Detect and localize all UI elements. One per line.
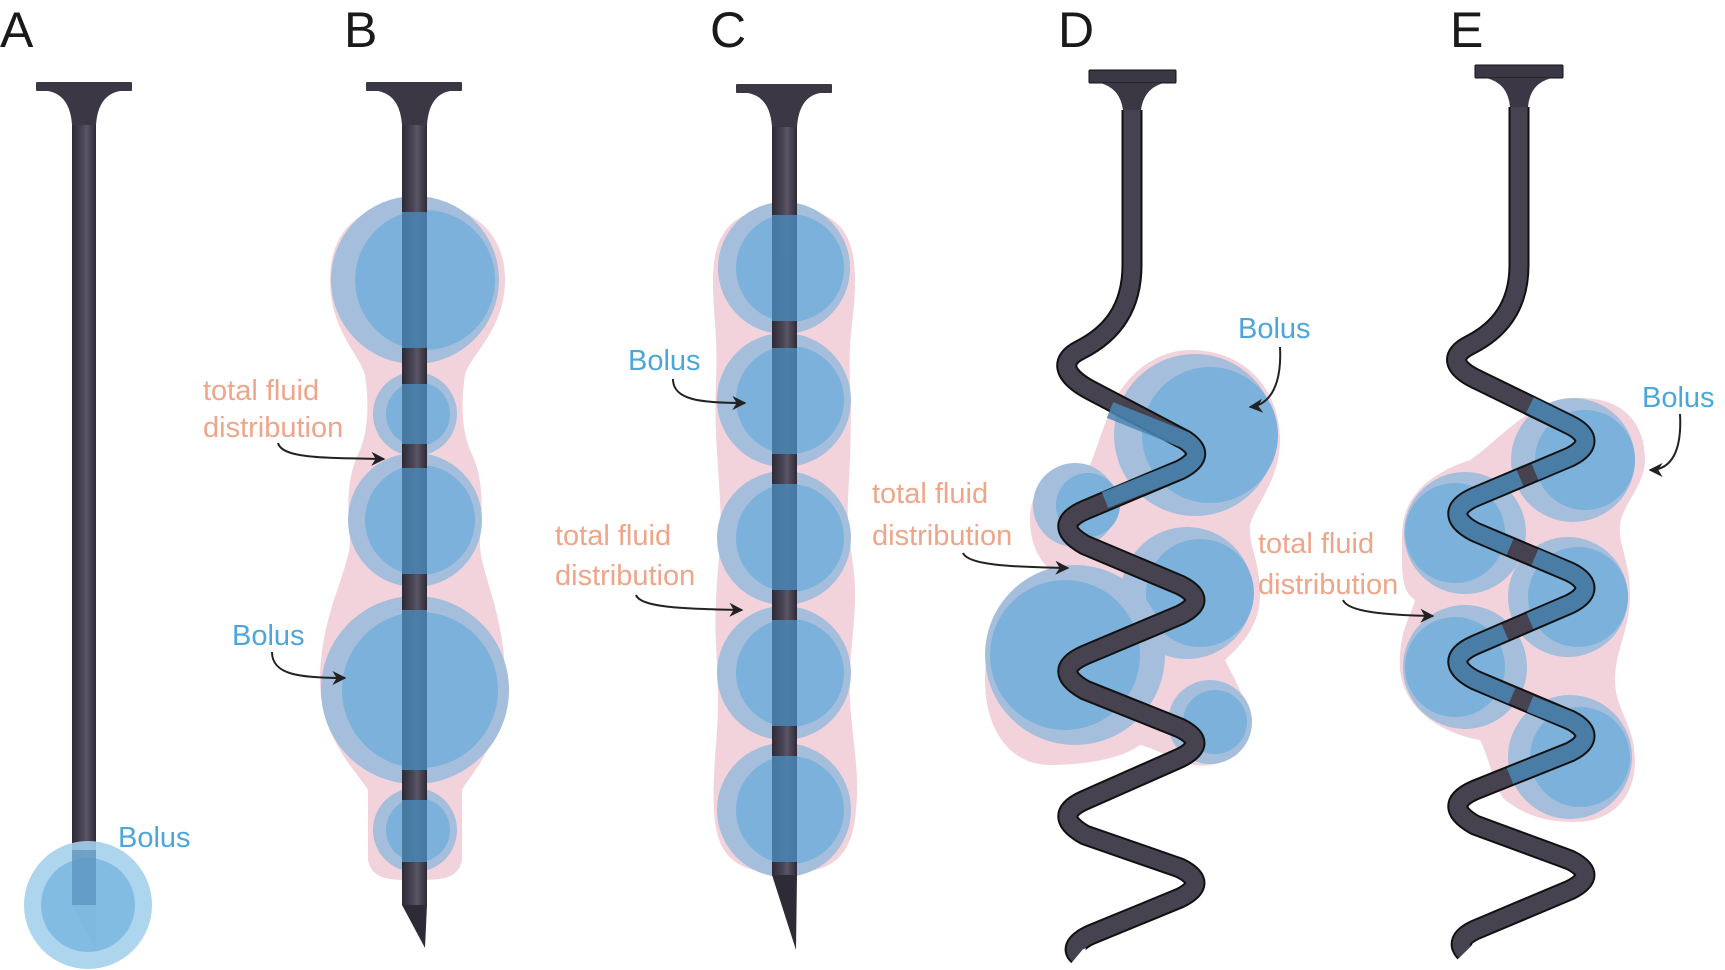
fluid-arrow-d [962, 552, 1070, 575]
needle-b [366, 82, 462, 948]
panel-d: D Bolus total fluid distribution [872, 2, 1311, 964]
fluid-label-d-line1: total fluid [872, 478, 988, 510]
bolus-label-d: Bolus [1238, 313, 1311, 345]
fluid-label-e-line2: distribution [1258, 569, 1398, 601]
panel-a: A Bolus [0, 2, 191, 969]
bolus-arrow-b [271, 651, 347, 685]
needle-c [736, 84, 832, 950]
helical-needle-d [1065, 69, 1196, 964]
fluid-label-d-line2: distribution [872, 520, 1012, 552]
bolus-arrow-c [672, 378, 747, 410]
panel-b: B total fluid distribution Bolus [203, 2, 509, 948]
panel-e: E Bolus total fluid distribution [1258, 2, 1715, 960]
bolus-a [24, 841, 152, 969]
fluid-label-b-line2: distribution [203, 412, 343, 444]
bolus-label-b: Bolus [232, 620, 305, 652]
fluid-label-c-line1: total fluid [555, 520, 671, 552]
panel-label-c: C [710, 2, 746, 58]
panel-label-b: B [344, 2, 377, 58]
bolus-arrow-e [1648, 413, 1682, 477]
fluid-label-c-line2: distribution [555, 560, 695, 592]
panel-label-e: E [1450, 2, 1483, 58]
fluid-arrow-c [635, 594, 744, 617]
panel-label-d: D [1058, 2, 1094, 58]
fluid-label-b-line1: total fluid [203, 375, 319, 407]
bolus-label-e: Bolus [1642, 382, 1715, 414]
panel-c: C Bolus total fluid distribution [555, 2, 858, 950]
bolus-label-a: Bolus [118, 822, 191, 854]
fluid-arrow-b [277, 442, 386, 466]
fluid-label-e-line1: total fluid [1258, 528, 1374, 560]
bolus-arrow-d [1248, 346, 1282, 413]
needle-a [36, 82, 132, 950]
fluid-arrow-e [1342, 599, 1435, 623]
helical-needle-e [1446, 64, 1596, 960]
bolus-label-c: Bolus [628, 345, 701, 377]
panel-label-a: A [0, 2, 34, 58]
